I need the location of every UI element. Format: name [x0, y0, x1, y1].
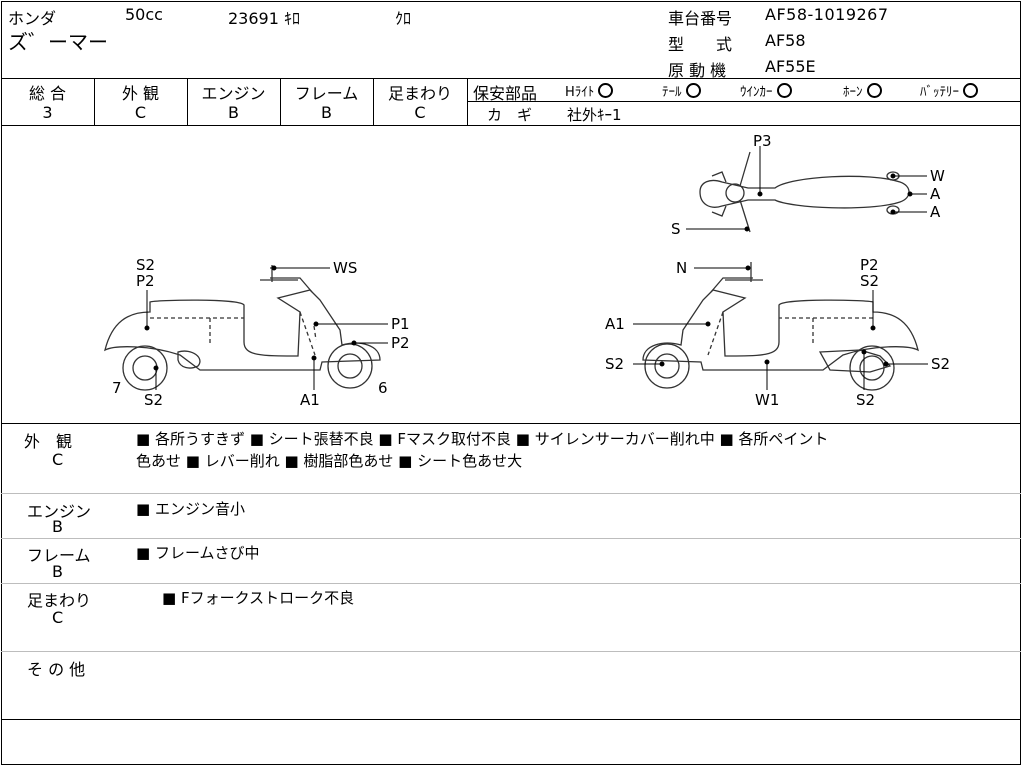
frame-label: フレーム: [294, 84, 359, 103]
remark-other-label: そ の 他: [27, 660, 86, 679]
overall-grade: 3: [42, 103, 53, 122]
ok-circle-icon: [866, 83, 882, 98]
frame-number: AF58-1019267: [765, 5, 889, 24]
key-label: カ ギ: [487, 106, 533, 124]
ok-circle-icon: [685, 83, 701, 98]
divider: [1, 78, 1021, 79]
remark-frame-label: フレーム: [27, 546, 91, 565]
label-right-s2-left: S2: [605, 355, 624, 373]
maker-name: ホンダ: [8, 9, 57, 28]
engine-model-label: 原 動 機: [668, 61, 727, 80]
divider: [94, 78, 95, 125]
remark-engine-text: ■ エンジン音小: [136, 500, 245, 518]
overall-label: 総 合: [28, 84, 67, 103]
label-left-6: 6: [378, 379, 388, 397]
engine-label: エンジン: [201, 84, 266, 103]
mileage: 23691 ｷﾛ: [228, 9, 300, 28]
remark-frame-grade: B: [52, 562, 63, 581]
divider: [1, 125, 1021, 126]
safety-item-label: ﾎｰﾝ: [843, 85, 863, 100]
exterior-label: 外 観: [121, 84, 160, 103]
divider: [1, 493, 1021, 494]
safety-item-horn: ﾎｰﾝ: [843, 81, 882, 100]
divider: [187, 78, 188, 125]
safety-item-label: ｳｲﾝｶｰ: [740, 85, 773, 100]
divider: [467, 78, 468, 125]
displacement: 50cc: [125, 5, 163, 24]
engine-grade: B: [228, 103, 239, 122]
label-right-s2-right: S2: [931, 355, 950, 373]
type-label: 型 式: [668, 35, 733, 54]
label-top-a2: A: [930, 203, 941, 221]
remark-exterior-text: ■ 各所うすきず ■ シート張替不良 ■ Fマスク取付不良 ■ サイレンサーカバ…: [136, 430, 829, 448]
label-left-a1: A1: [300, 391, 320, 409]
divider: [373, 78, 374, 125]
scooter-left-view: [104, 265, 381, 391]
label-right-s2-bottom: S2: [856, 391, 875, 409]
label-top-s: S: [671, 220, 681, 238]
safety-item-battery: ﾊﾞｯﾃﾘｰ: [920, 81, 978, 100]
remark-suspension-grade: C: [52, 608, 64, 627]
model-name: ズ゛ーマー: [8, 30, 108, 54]
label-left-ws: WS: [333, 259, 357, 277]
remark-engine-label: エンジン: [27, 502, 92, 521]
divider: [280, 78, 281, 125]
ok-circle-icon: [776, 83, 792, 98]
label-right-w1: W1: [755, 391, 779, 409]
safety-item-label: Hﾗｲﾄ: [565, 85, 595, 100]
scooter-top-view: [699, 151, 910, 233]
label-right-a1: A1: [605, 315, 625, 333]
safety-item-taillight: ﾃｰﾙ: [662, 81, 701, 100]
frame-number-label: 車台番号: [668, 9, 733, 28]
remark-exterior-grade: C: [52, 450, 64, 469]
ok-circle-icon: [963, 83, 978, 98]
color: ｸﾛ: [395, 9, 412, 28]
ok-circle-icon: [598, 83, 614, 98]
divider: [1, 538, 1021, 539]
damage-diagram: S2 P2 WS P1 P2 7 S2 A1 6 N P2 S2 A1 S2 W…: [104, 132, 950, 409]
suspension-grade: C: [414, 103, 426, 122]
label-left-p2-top: P2: [136, 272, 155, 290]
scooter-right-view: [642, 262, 919, 391]
label-right-n: N: [676, 259, 687, 277]
label-left-7: 7: [112, 379, 122, 397]
safety-item-label: ﾃｰﾙ: [662, 85, 682, 100]
exterior-grade: C: [134, 103, 147, 122]
key-value: 社外ｷｰ1: [567, 106, 622, 124]
engine-model-value: AF55E: [765, 57, 816, 76]
label-right-s2-top: S2: [860, 272, 879, 290]
remark-exterior-label: 外 観: [24, 432, 73, 451]
label-left-s2-bottom: S2: [144, 391, 163, 409]
label-right-p2-top: P2: [860, 256, 879, 274]
label-left-p2: P2: [391, 334, 410, 352]
remark-exterior-text-2: 色あせ ■ レバー削れ ■ 樹脂部色あせ ■ シート色あせ大: [136, 452, 523, 470]
label-left-s2-top: S2: [136, 256, 155, 274]
divider: [1, 583, 1021, 584]
remark-suspension-label: 足まわり: [27, 591, 92, 610]
suspension-label: 足まわり: [387, 84, 452, 103]
divider: [467, 101, 1021, 102]
remark-engine-grade: B: [52, 517, 63, 536]
divider: [1, 719, 1021, 720]
label-top-a1: A: [930, 185, 941, 203]
remark-suspension-text: ■ Fフォークストローク不良: [162, 589, 355, 607]
safety-item-label: ﾊﾞｯﾃﾘｰ: [920, 85, 959, 100]
label-top-w: W: [930, 167, 945, 185]
safety-item-headlight: Hﾗｲﾄ: [565, 81, 614, 100]
safety-item-winker: ｳｲﾝｶｰ: [740, 81, 792, 100]
label-top-p3: P3: [753, 132, 772, 150]
type-value: AF58: [765, 31, 806, 50]
divider: [1, 423, 1021, 424]
safety-parts-label: 保安部品: [473, 84, 538, 103]
label-left-p1: P1: [391, 315, 410, 333]
frame-grade: B: [321, 103, 332, 122]
remark-frame-text: ■ フレームさび中: [136, 544, 260, 562]
divider: [1, 651, 1021, 652]
